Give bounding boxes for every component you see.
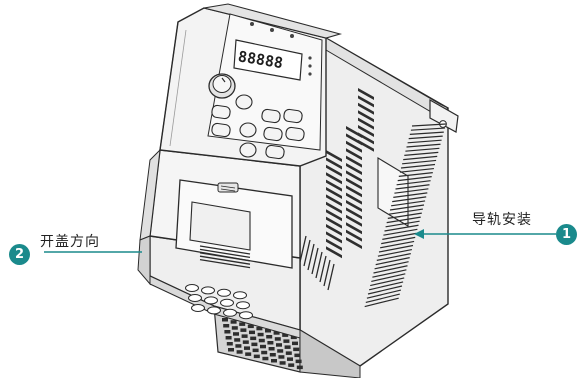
- grille-bar: [231, 320, 237, 324]
- grille-bar: [269, 347, 275, 351]
- oval-vent: [224, 309, 237, 316]
- keypad-button: [263, 127, 282, 141]
- grille-bar: [243, 340, 249, 344]
- grille-bar: [245, 352, 251, 356]
- oval-vent: [240, 312, 253, 319]
- grille-bar: [249, 331, 255, 335]
- oval-vent: [237, 302, 250, 309]
- grille-bar: [240, 328, 246, 332]
- callout-2-label: 开盖方向: [40, 231, 100, 251]
- grille-bar: [280, 361, 286, 365]
- keypad-button: [265, 145, 284, 159]
- grille-bar: [237, 350, 243, 354]
- grille-bar: [244, 346, 250, 350]
- grille-bar: [276, 343, 282, 347]
- keypad-button: [211, 123, 230, 137]
- grille-bar: [296, 360, 302, 364]
- grille-bar: [251, 343, 257, 347]
- oval-vent: [218, 289, 231, 296]
- grille-bar: [260, 345, 266, 349]
- callout-1-badge: 1: [556, 224, 577, 245]
- callout-1-label: 导轨安装: [472, 209, 532, 229]
- grille-bar: [293, 348, 299, 352]
- grille-bar: [278, 355, 284, 359]
- grille-bar: [254, 355, 260, 359]
- keypad-button: [285, 127, 304, 141]
- grille-bar: [267, 341, 273, 345]
- keypad-button: [283, 109, 302, 123]
- grille-bar: [270, 353, 276, 357]
- upper-body: 88888: [160, 4, 340, 166]
- grille-bar: [297, 366, 303, 370]
- grille-bar: [261, 351, 267, 355]
- grille-bar: [286, 351, 292, 355]
- grille-bar: [233, 332, 239, 336]
- oval-vent: [205, 297, 218, 304]
- keypad-button: [261, 109, 280, 123]
- oval-vent: [221, 299, 234, 306]
- keypad-button: [211, 105, 230, 119]
- grille-bar: [283, 339, 289, 343]
- grille-bar: [262, 357, 268, 361]
- grille-bar: [271, 359, 277, 363]
- grille-bar: [235, 344, 241, 348]
- oval-vent: [186, 285, 199, 292]
- oval-vent: [202, 287, 215, 294]
- keypad-button: [240, 143, 256, 157]
- grille-bar: [287, 357, 293, 361]
- grille-bar: [253, 349, 259, 353]
- grille-bar: [234, 338, 240, 342]
- grille-bar: [224, 330, 230, 334]
- grille-bar: [266, 335, 272, 339]
- grille-bar: [227, 342, 233, 346]
- potentiometer-knob[interactable]: [209, 74, 235, 98]
- oval-vent: [192, 305, 205, 312]
- oval-vent: [208, 307, 221, 314]
- oval-vent: [189, 295, 202, 302]
- grille-bar: [292, 342, 298, 346]
- grille-bar: [226, 336, 232, 340]
- keypad-button: [236, 95, 252, 109]
- oval-vent: [234, 292, 247, 299]
- grille-bar: [222, 318, 228, 322]
- keypad-button: [240, 123, 256, 137]
- grille-bar: [223, 324, 229, 328]
- grille-bar: [275, 337, 281, 341]
- grille-bar: [228, 348, 234, 352]
- grille-bar: [232, 326, 238, 330]
- grille-bar: [250, 337, 256, 341]
- grille-bar: [259, 339, 265, 343]
- grille-bar: [285, 345, 291, 349]
- grille-bar: [288, 363, 294, 367]
- grille-bar: [277, 349, 283, 353]
- callout-2-badge: 2: [9, 244, 30, 265]
- grille-bar: [258, 333, 264, 337]
- grille-bar: [242, 334, 248, 338]
- grille-bar: [294, 354, 300, 358]
